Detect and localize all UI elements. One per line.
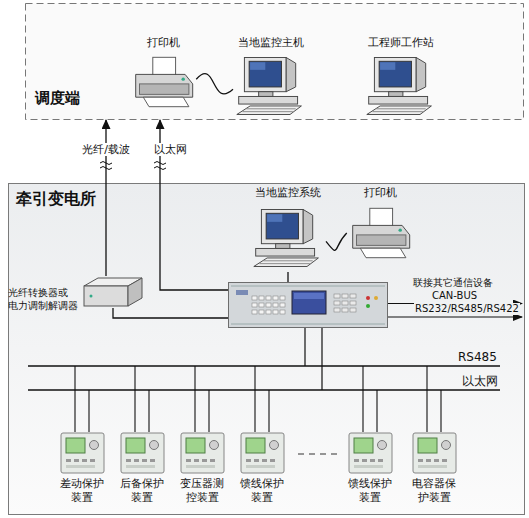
printer-node: 打印机 (345, 186, 415, 262)
connector (160, 120, 228, 290)
device-node: 后备保护 装置 (112, 432, 172, 514)
connector (196, 74, 233, 94)
ethernet-bus (28, 389, 500, 390)
region-title: 调度端 (35, 89, 80, 107)
device-icon (240, 432, 285, 474)
device-node: 馈线保护 装置 (232, 432, 292, 514)
bus-label: 以太网 (462, 374, 498, 388)
device-label: 后备保护 装置 (120, 477, 164, 505)
monitor-icon (363, 54, 439, 118)
monitor-node: 当地监控系统 (246, 186, 330, 272)
device-bus-drops (75, 366, 441, 432)
protocol-label: CAN-BUS (431, 290, 478, 302)
device-icon (348, 432, 393, 474)
edge-label: 光纤/载波 (80, 143, 132, 156)
device-label: 打印机 (364, 186, 397, 199)
device-label: 光纤转换器或 电力调制解调器 (8, 287, 78, 312)
printer-node: 打印机 (128, 36, 198, 110)
device-icon (60, 432, 105, 474)
device-label: 打印机 (147, 36, 180, 49)
dispatch-region-outline (26, 4, 524, 120)
comm-arrow (388, 316, 522, 317)
edge-label: 以太网 (152, 143, 189, 156)
protocol-label: RS232/RS485/RS422 (414, 303, 520, 315)
device-node: 电容器保 护装置 (404, 432, 464, 514)
modem-icon (82, 276, 144, 308)
monitor-node: 当地监控主机 (228, 36, 314, 118)
region-box: 调度端 打印机 当地监控主机 工程师工作站 (25, 3, 524, 120)
device-label: 变压器测 控装置 (180, 477, 224, 505)
connector (113, 308, 228, 318)
device-label: 电容器保 护装置 (412, 477, 456, 505)
unit-icon (228, 282, 388, 328)
printer-icon (130, 54, 197, 110)
substation-region-outline (9, 184, 525, 515)
device-node: 变压器测 控装置 (172, 432, 232, 514)
connector (105, 120, 106, 276)
device-label: 当地监控主机 (238, 36, 304, 49)
device-label: 当地监控系统 (255, 186, 321, 199)
more-devices-dash (298, 453, 340, 454)
monitor-icon (250, 204, 326, 272)
region-title: 牵引变电所 (16, 189, 96, 208)
unit-node: 联接其它通信设备CAN-BUSRS232/RS485/RS422 (228, 282, 388, 328)
connector (287, 272, 288, 282)
region-box: 牵引变电所 当地监控系统 打印机光纤转换器或 电力调制解调器 联接其它通信设备CAN-… (8, 183, 525, 515)
device-node: 差动保护 装置 (52, 432, 112, 514)
modem-node: 光纤转换器或 电力调制解调器 (82, 276, 144, 308)
rs485-bus (28, 365, 500, 366)
device-icon (120, 432, 165, 474)
monitor-node: 工程师工作站 (358, 36, 444, 118)
device-node: 馈线保护 装置 (340, 432, 400, 514)
device-label: 馈线保护 装置 (240, 477, 284, 505)
device-label: 馈线保护 装置 (348, 477, 392, 505)
bus-label: RS485 (458, 350, 497, 364)
monitor-icon (233, 54, 309, 118)
bus-drop (321, 328, 322, 390)
device-label: 差动保护 装置 (60, 477, 104, 505)
comm-label: 联接其它通信设备 (412, 277, 494, 289)
device-label: 工程师工作站 (368, 36, 434, 49)
device-icon (412, 432, 457, 474)
device-icon (180, 432, 225, 474)
bus-drop (304, 328, 305, 366)
printer-icon (347, 204, 414, 262)
connector (326, 233, 347, 250)
